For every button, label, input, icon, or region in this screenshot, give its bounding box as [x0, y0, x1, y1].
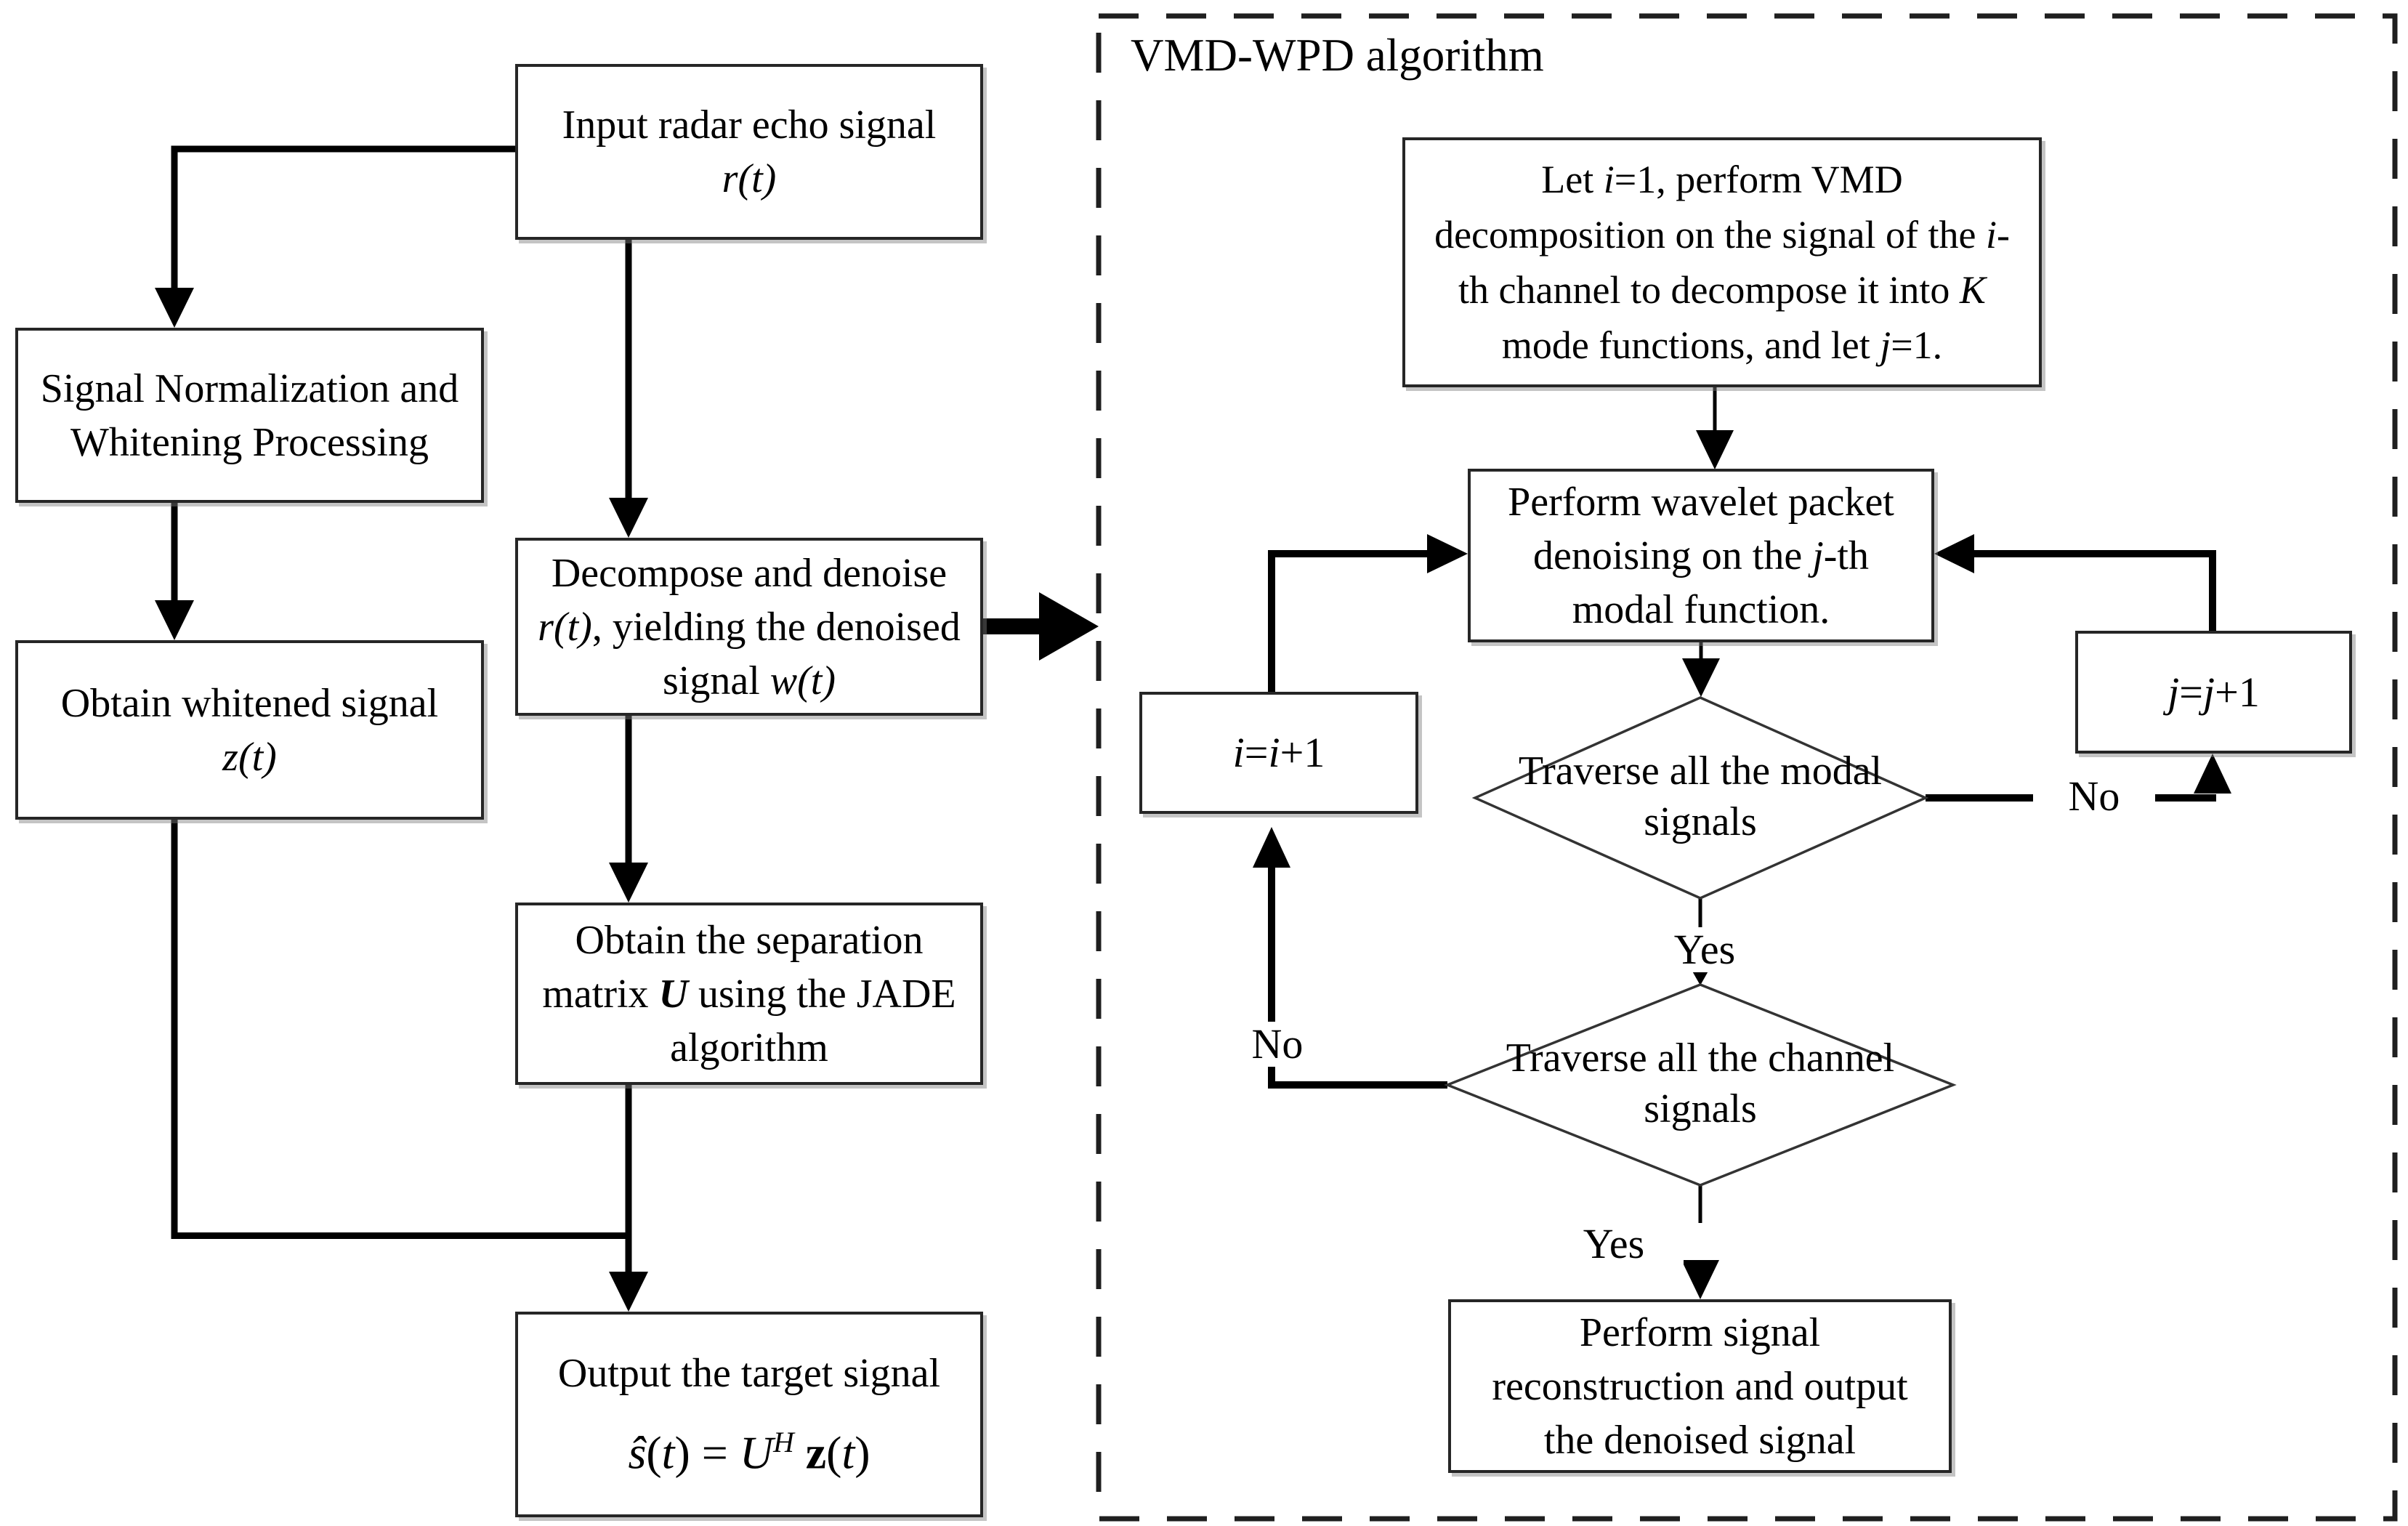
arrowhead-into-i-box	[1253, 827, 1290, 868]
decompose-denoise-box: Decompose and denoise r(t), yielding the…	[515, 538, 983, 716]
i-increment-box: i=i+1	[1139, 692, 1418, 814]
normalization-box: Signal Normalization and Whitening Proce…	[15, 328, 484, 503]
arrowhead-into-modal-diamond	[1682, 658, 1720, 697]
modal-diamond-text: Traverse all the modal signals	[1518, 748, 1883, 844]
arrowhead-into-jade	[609, 863, 648, 903]
arrowhead-into-output	[609, 1272, 648, 1312]
arrowhead-into-wavelet-top	[1696, 430, 1734, 469]
connector-j-box-to-wavelet	[1974, 550, 2216, 631]
connector-i-box-to-wavelet	[1268, 550, 1428, 692]
yes-label-channel: Yes	[1544, 1222, 1684, 1267]
reconstruction-box: Perform signal reconstruction and output…	[1448, 1299, 1952, 1473]
arrowhead-into-panel	[1039, 592, 1099, 661]
arrowhead-into-wavelet-right	[1934, 534, 1974, 573]
arrowhead-into-wavelet-left	[1427, 534, 1468, 573]
input-signal-box: Input radar echo signal r(t)	[515, 64, 983, 240]
channel-diamond-text: Traverse all the channel signals	[1506, 1036, 1895, 1131]
channel-decision-diamond	[1444, 983, 1957, 1187]
connector-channel-no-to-i-box	[1268, 868, 1447, 1089]
vmd-init-box: Let i=1, perform VMD decomposition on th…	[1402, 137, 2042, 387]
whitened-signal-box: Obtain whitened signal z(t)	[15, 640, 484, 820]
connector-modal-no-to-j-box	[1926, 794, 2216, 802]
arrowhead-into-decompose	[609, 498, 648, 538]
j-increment-box: j=j+1	[2075, 631, 2352, 754]
connector-whitened-to-output-junction	[171, 820, 631, 1239]
yes-label-modal: Yes	[1635, 927, 1774, 972]
vmd-panel-title: VMD-WPD algorithm	[1131, 30, 1544, 81]
arrowhead-into-reconstruct	[1681, 1260, 1719, 1299]
modal-decision-diamond	[1471, 696, 1929, 900]
vmd-panel-border	[1096, 13, 2398, 1522]
arrowhead-into-j-box	[2194, 754, 2231, 794]
jade-matrix-box: Obtain the separation matrix U using the…	[515, 903, 983, 1085]
output-signal-box: Output the target signal ŝ(t) = UH z(t)	[515, 1312, 983, 1517]
no-label-modal: No	[2033, 774, 2155, 819]
arrowhead-into-whitened	[155, 600, 194, 640]
no-label-channel: No	[1216, 1022, 1338, 1067]
connector-input-to-normalize	[171, 145, 515, 288]
wavelet-denoise-box: Perform wavelet packet denoising on the …	[1468, 469, 1934, 642]
arrowhead-into-normalize	[155, 288, 194, 328]
